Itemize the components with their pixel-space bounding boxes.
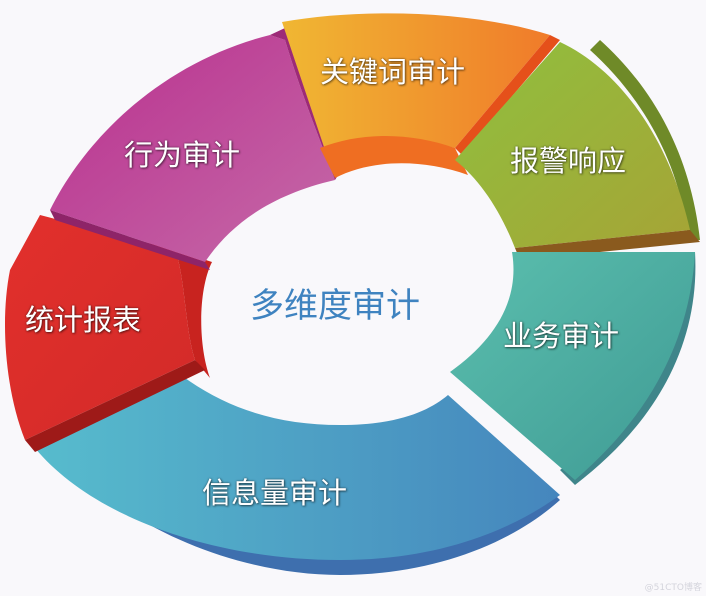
segment-statistics	[5, 215, 212, 452]
segment-keyword	[282, 13, 560, 178]
segment-info	[35, 378, 560, 575]
segment-behavior-edge	[50, 210, 210, 270]
segment-statistics-top	[5, 215, 195, 440]
segment-keyword-inner	[320, 136, 468, 178]
label-statistics: 统计报表	[25, 303, 142, 337]
label-keyword: 关键词审计	[320, 55, 466, 89]
watermark: @51CTO博客	[644, 583, 702, 593]
label-business: 业务审计	[503, 319, 620, 353]
label-info: 信息量审计	[202, 476, 348, 510]
segment-alarm-top	[455, 42, 690, 248]
segment-statistics-edge	[25, 360, 205, 452]
segment-keyword-edge	[455, 35, 560, 155]
segment-behavior-top	[50, 35, 335, 262]
segment-keyword-top	[282, 13, 550, 151]
segment-info-top	[35, 378, 560, 560]
label-alarm: 报警响应	[510, 144, 627, 178]
center-title: 多维度审计	[250, 286, 420, 326]
segment-business	[450, 252, 696, 485]
segment-business-top	[450, 252, 695, 480]
segment-alarm-side	[590, 40, 700, 240]
segment-statistics-inner-side	[175, 250, 212, 378]
label-behavior: 行为审计	[124, 138, 241, 172]
